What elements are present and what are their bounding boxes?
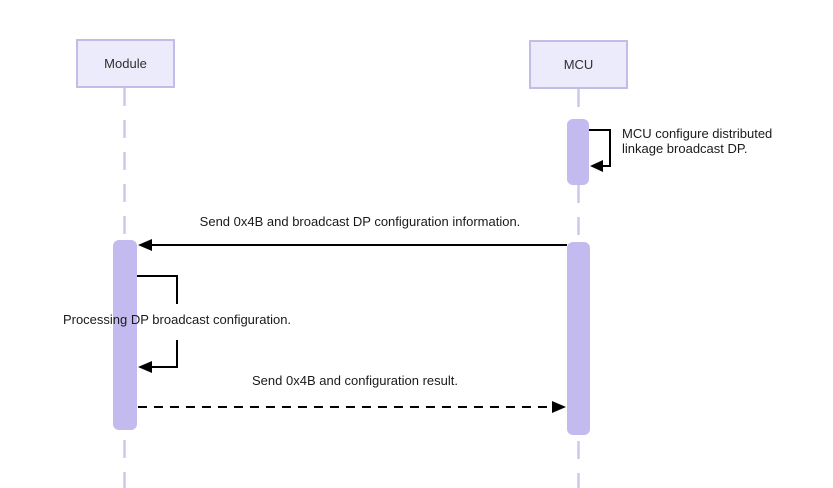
activation-bar-mcu-2 [567, 242, 590, 435]
arrowhead-self-module [138, 361, 152, 373]
participant-box-mcu: MCU [529, 40, 628, 89]
message-label-dashed: Send 0x4B and configuration result. [252, 373, 458, 388]
message-label-module-self: Processing DP broadcast configuration. [62, 312, 292, 327]
message-label-mcu-self: MCU configure distributed linkage broadc… [622, 126, 773, 156]
activation-bars [113, 119, 590, 435]
lifelines [123, 88, 580, 488]
participant-label-module: Module [104, 56, 147, 71]
participant-label-mcu: MCU [563, 57, 594, 72]
message-arrows [137, 129, 611, 413]
self-message-loop-mcu [589, 129, 611, 167]
activation-bar-module [113, 240, 137, 430]
self-message-loop-module-bottom [152, 340, 178, 368]
arrowhead-dashed-message [552, 401, 566, 413]
self-message-loop-module-top [137, 275, 178, 304]
participant-box-module: Module [76, 39, 175, 88]
arrowhead-self-mcu [590, 160, 603, 172]
arrowhead-solid-message [138, 239, 152, 251]
message-label-solid: Send 0x4B and broadcast DP configuration… [199, 214, 521, 229]
activation-bar-mcu-1 [567, 119, 589, 185]
